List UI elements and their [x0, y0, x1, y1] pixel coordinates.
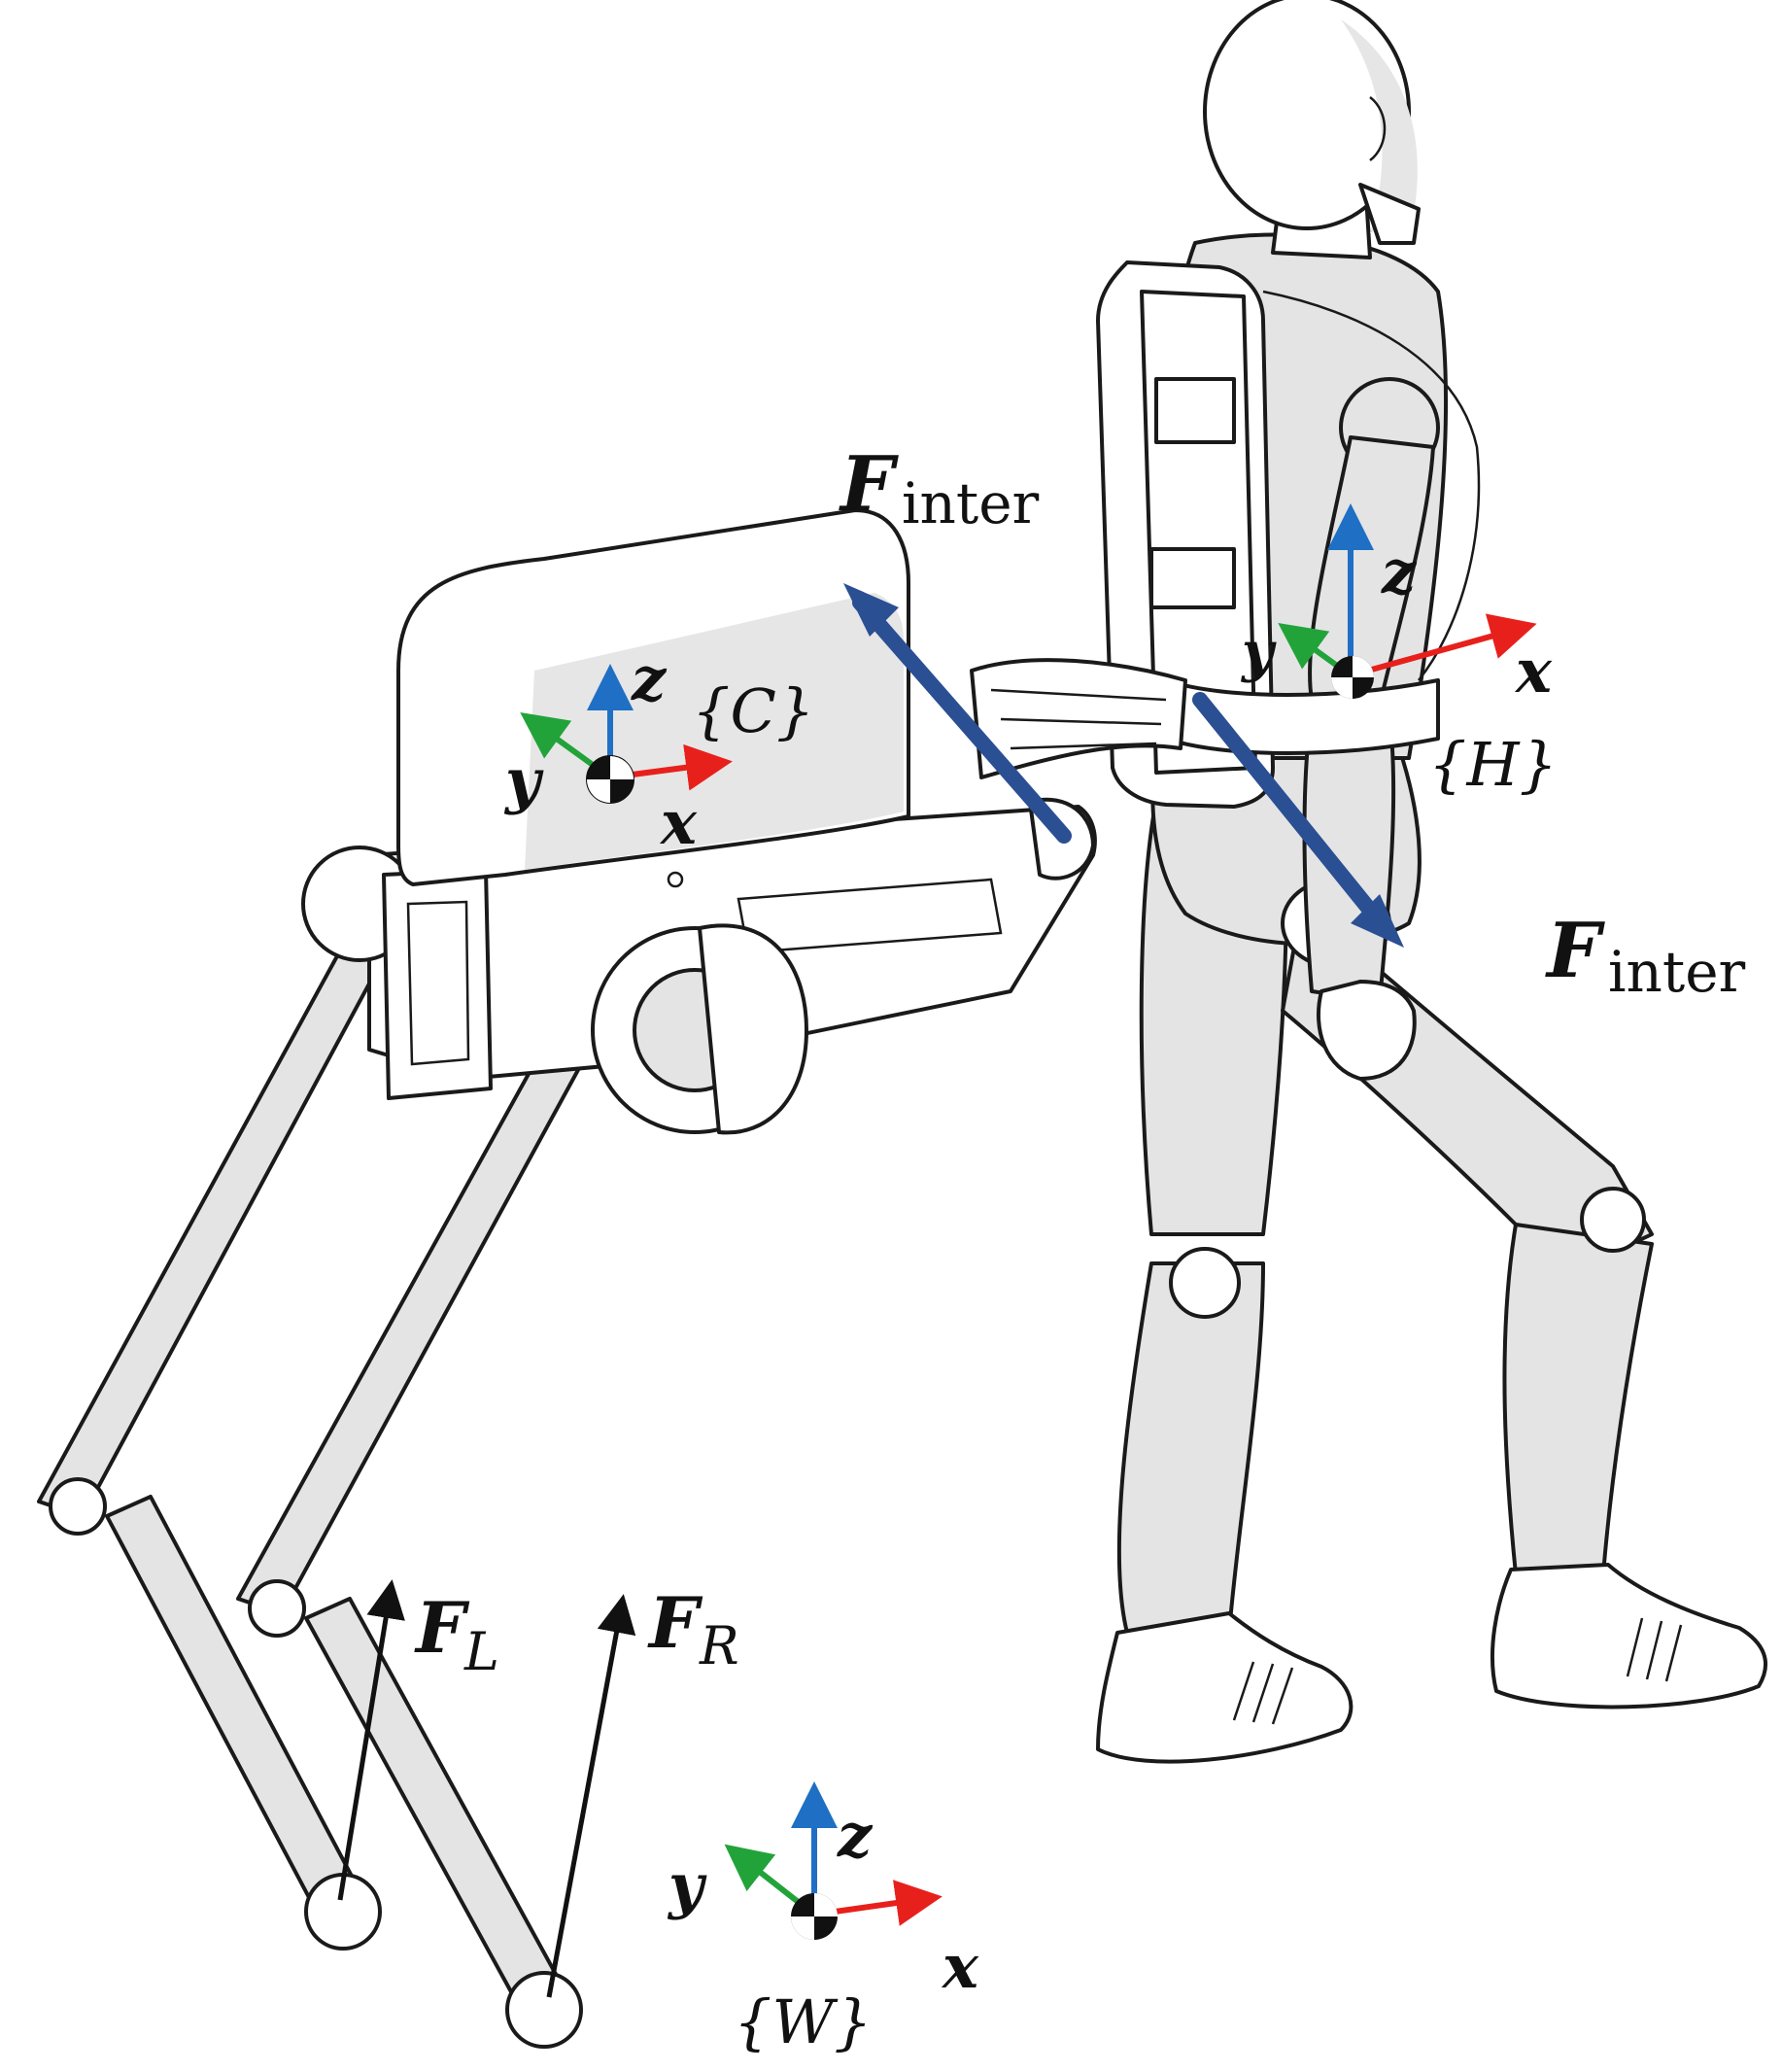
force-right-subscript: R [699, 1615, 739, 1676]
robot-body-screw [667, 871, 684, 888]
frame-w-x-label: x [941, 1931, 979, 2002]
force-label-inter-lower: F inter [1545, 907, 1746, 1005]
force-inter-upper-symbol: F [839, 440, 899, 529]
human-face [1358, 183, 1421, 245]
frame-w-z-label: z [837, 1800, 874, 1871]
human-head-shading [1341, 19, 1418, 233]
exoskeleton-shoulder-strap [1262, 290, 1481, 681]
human-front-shoe [1491, 1563, 1768, 1709]
frame-w-label: {W} [734, 1986, 873, 2057]
frame-c-z-label: z [631, 643, 668, 714]
frame-h-x-axis [1350, 613, 1537, 678]
human-front-shin [1502, 1223, 1654, 1576]
right-ground-force-arrow [546, 1594, 636, 1998]
interaction-force-arrow-human [1192, 692, 1392, 936]
exoskeleton-backpack-slot-lower [1149, 547, 1236, 609]
human-front-knee [1580, 1187, 1646, 1253]
human-back-shin [1116, 1261, 1265, 1635]
force-label-left: F L [414, 1586, 499, 1682]
left-ground-force-arrow [337, 1579, 405, 1901]
frame-c: z y x {C} [503, 643, 814, 858]
robot-right-knee [248, 1579, 306, 1638]
force-left-symbol: F [414, 1586, 470, 1669]
frame-c-x-label: x [659, 787, 698, 858]
force-label-right: F R [647, 1581, 739, 1676]
human-hand [1316, 980, 1417, 1081]
frame-h-y-label: y [1240, 620, 1277, 684]
interaction-force-arrow-human-head [1351, 894, 1404, 948]
bipedal-robot [37, 508, 1187, 2049]
robot-right-foot [505, 1971, 583, 2049]
frame-h-origin-quarter [1331, 656, 1374, 699]
human-ear [1369, 96, 1387, 161]
robot-right-hip-motor-side [698, 923, 808, 1135]
interaction-force-arrows [843, 583, 1404, 948]
frame-c-y-label: y [503, 745, 544, 816]
force-label-inter-upper: F inter [839, 440, 1040, 536]
robot-left-knee [49, 1477, 107, 1536]
frame-h-label: {H} [1428, 729, 1558, 800]
interaction-force-arrow-robot [852, 595, 1072, 844]
human-back-knee [1169, 1247, 1241, 1319]
frame-h: z y x {H} [1240, 503, 1558, 800]
human-mannequin [1096, 0, 1768, 1764]
force-inter-lower-subscript: inter [1608, 939, 1746, 1005]
force-left-subscript: L [463, 1621, 499, 1682]
frame-c-label: {C} [692, 675, 814, 746]
human-front-shoe-stripes [1626, 1617, 1683, 1682]
frame-w: z y x {W} [667, 1781, 979, 2057]
interaction-force-arrow-robot-head [843, 583, 899, 637]
human-back-shoe-stripes [1232, 1661, 1294, 1725]
frame-c-origin-quarter [587, 756, 634, 803]
frame-h-x-label: x [1514, 636, 1553, 707]
frame-w-origin-quarter [791, 1893, 838, 1940]
frame-h-z-label: z [1381, 536, 1418, 607]
exoskeleton-backpack-slot-upper [1154, 377, 1236, 444]
robot-bracket-cutout [406, 900, 470, 1066]
ground-reaction-forces [337, 1579, 636, 1998]
force-inter-upper-subscript: inter [902, 470, 1040, 536]
frame-w-y-label: y [667, 1850, 707, 1921]
force-right-symbol: F [647, 1581, 703, 1664]
robot-linkage-detail [990, 688, 1167, 750]
force-inter-lower-symbol: F [1545, 907, 1605, 995]
human-back-shoe [1096, 1611, 1354, 1764]
robot-left-lower-leg [105, 1495, 366, 1921]
